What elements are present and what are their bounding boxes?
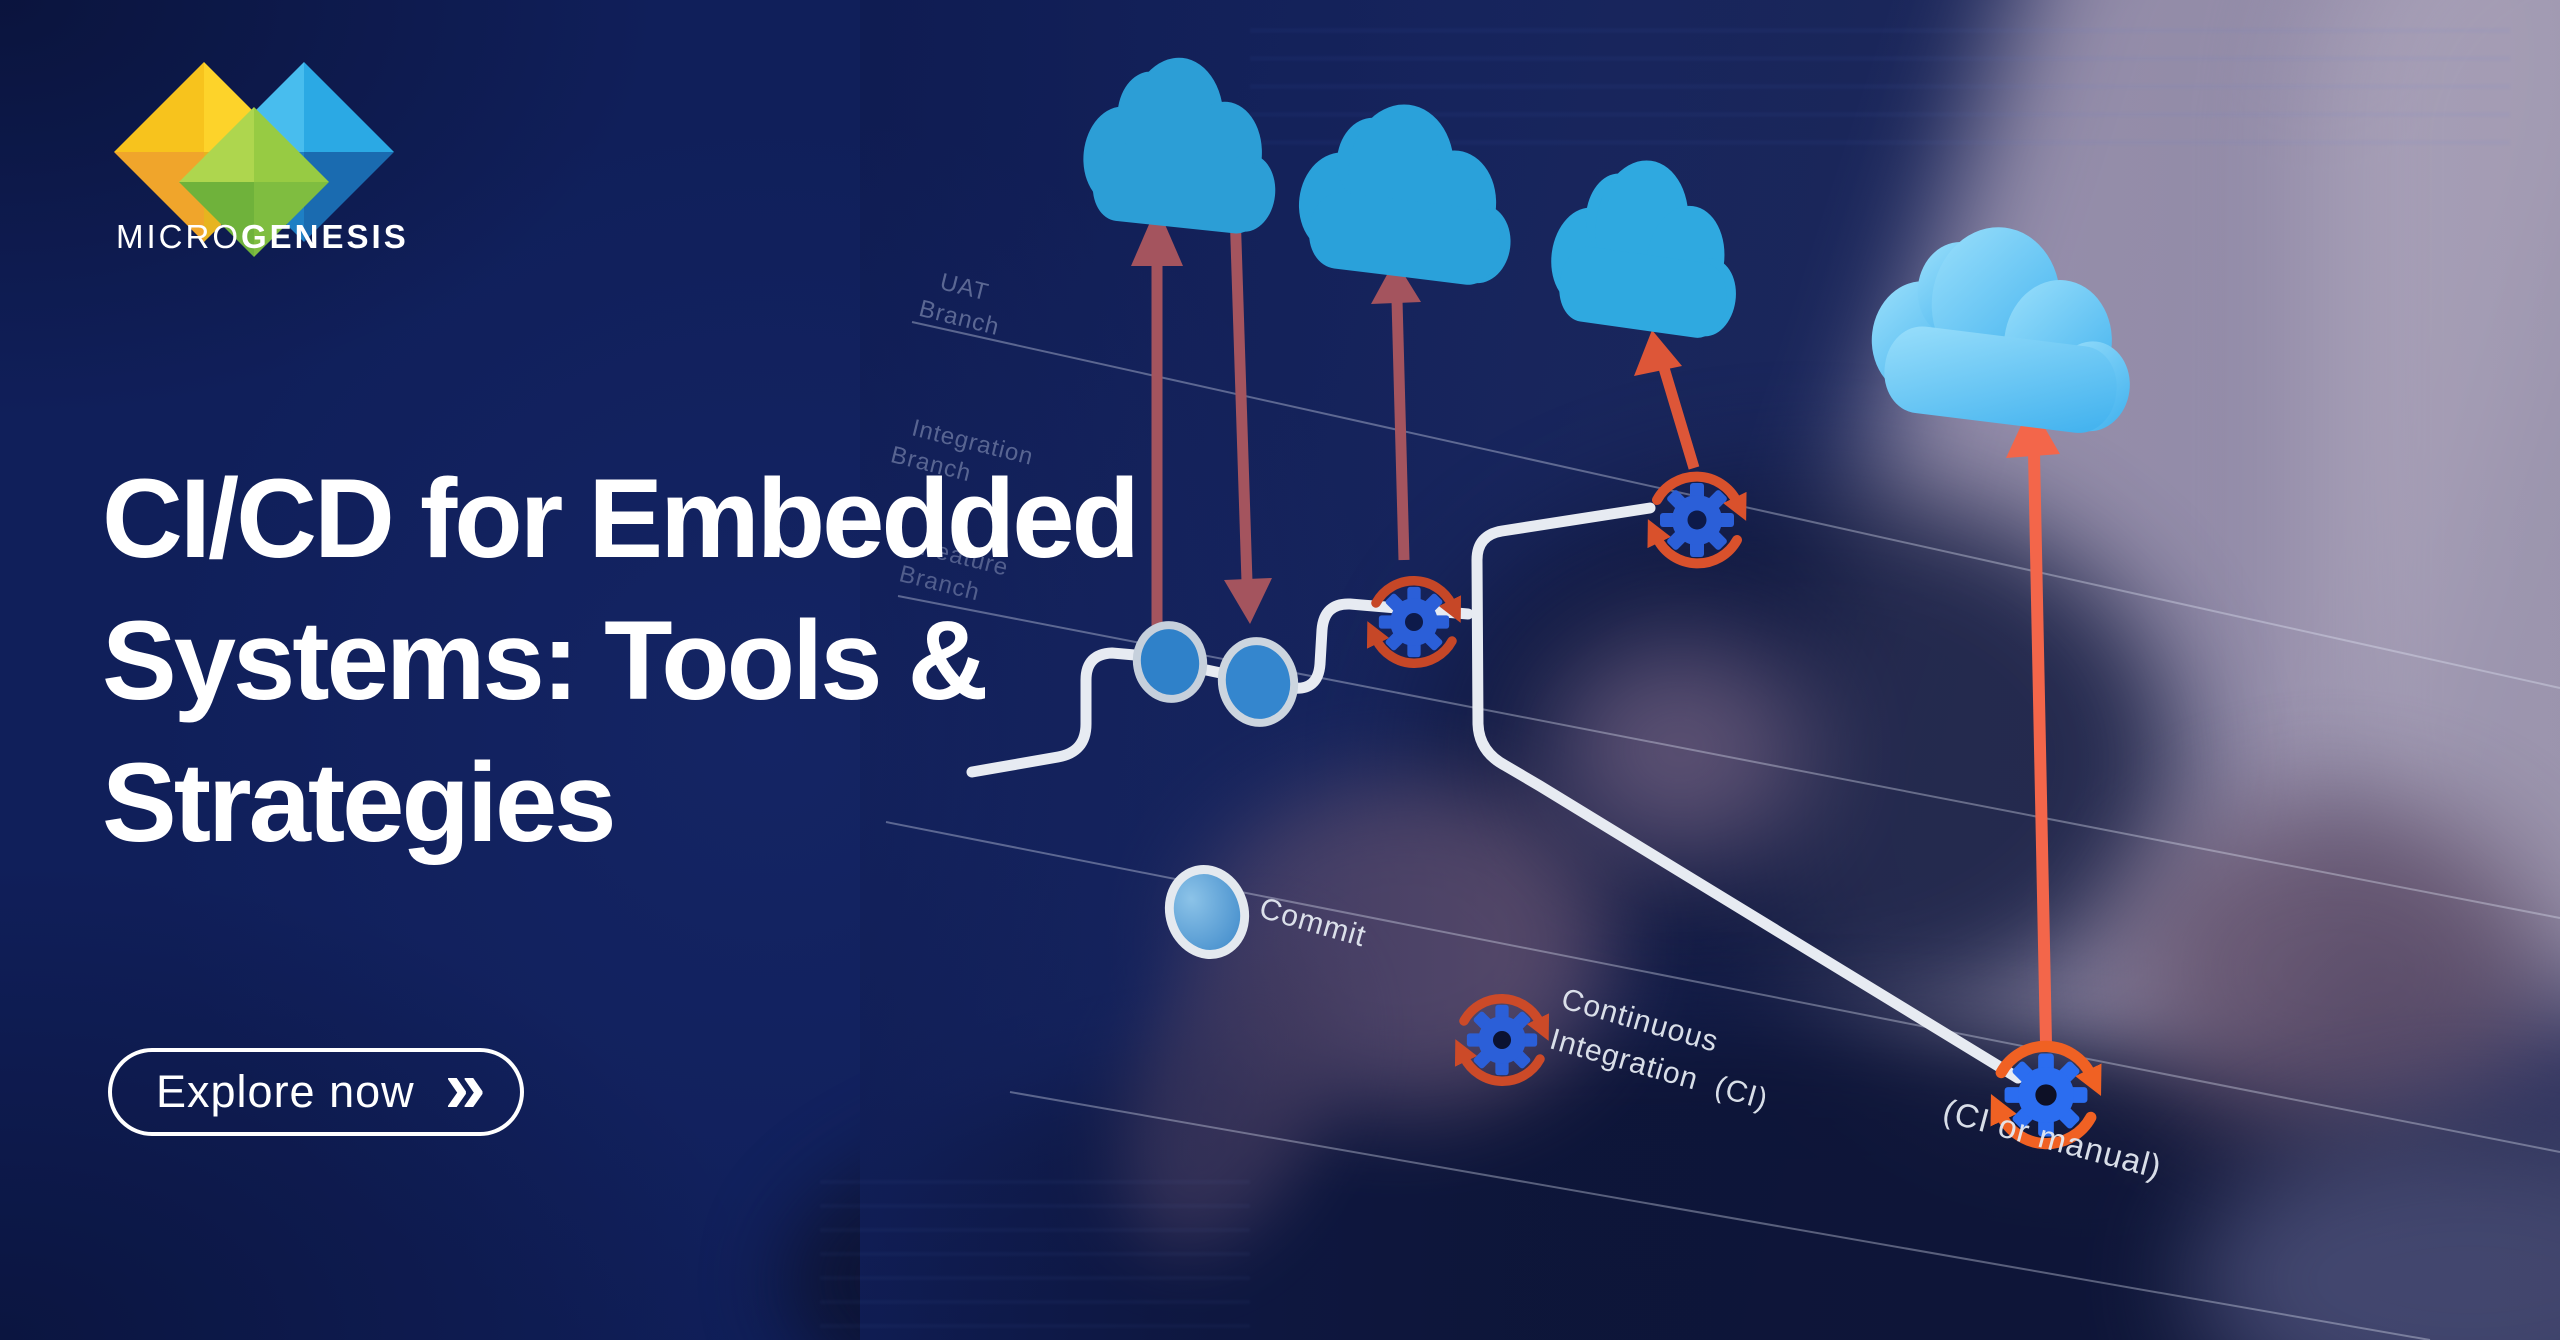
title-line-1: CI/CD for Embedded <box>102 456 1140 581</box>
title-line-3: Strategies <box>102 740 617 866</box>
up-arrow-integration <box>1371 260 1421 561</box>
explore-now-label: Explore now <box>156 1066 415 1117</box>
ci-gear-icon-4 <box>1990 1040 2102 1150</box>
cloud-icon-integration <box>1298 104 1511 285</box>
explore-now-button[interactable]: Explore now » <box>108 1048 524 1136</box>
merge-nodes <box>1132 621 1299 727</box>
ci-gear-icon-1 <box>1366 576 1462 668</box>
logo-word-micro: MICRO <box>116 218 241 255</box>
logo-wordmark: MICROGENESIS <box>116 218 409 256</box>
cloud-icon-uat <box>1083 57 1276 234</box>
down-arrow-merge <box>1224 209 1272 624</box>
title-line-2: Systems: Tools & <box>102 598 989 724</box>
logo-diamond-green <box>179 107 329 257</box>
up-arrow-production <box>2006 404 2060 1045</box>
up-arrow-uat <box>1131 206 1183 641</box>
microgenesis-logo <box>104 52 404 267</box>
cloud-icon-production <box>1871 227 2130 433</box>
commit-node <box>1164 865 1250 959</box>
ci-gear-icon-3 <box>1454 994 1550 1086</box>
up-arrow-staging <box>1634 330 1700 470</box>
logo-word-genesis: GENESIS <box>241 218 409 255</box>
logo-diamonds-icon <box>114 62 394 257</box>
deploy-arrows <box>1131 206 2060 1045</box>
page-title: CI/CD for Embedded Systems: Tools & Stra… <box>102 448 1252 875</box>
ci-gear-icon-2 <box>1647 471 1747 569</box>
cloud-icon-staging <box>1551 160 1736 338</box>
